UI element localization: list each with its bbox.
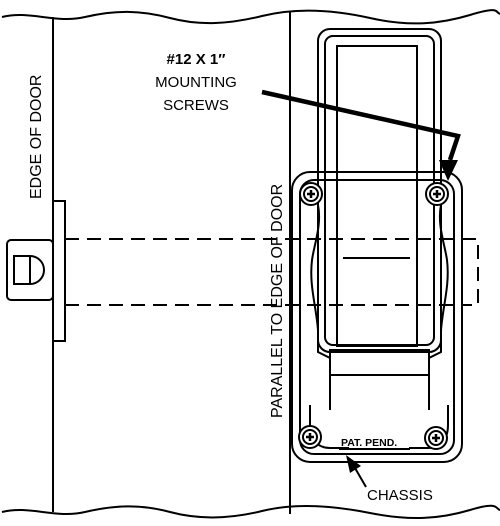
screws-label-line1: #12 X 1″ [167,51,226,68]
door-bottom-break [1,504,500,519]
screws-leader-arrow [261,89,461,181]
latch-bolt [6,239,54,301]
mounting-screw-bottom-right [424,426,448,450]
latch-faceplate [52,200,66,342]
screws-label-line3: SCREWS [163,97,229,114]
chassis-inner-plate [299,179,455,455]
chassis [291,28,463,463]
chassis-rail-right [428,204,449,410]
bore-end-bracket [462,238,479,306]
screws-label-line2: MOUNTING [155,74,237,91]
latch-carriage [336,45,418,347]
patent-pending-stamp: PAT. PEND. [341,437,397,449]
chassis-bottom-slot [329,349,430,376]
chassis-leader-arrow [346,455,367,488]
edge-of-door-label: EDGE OF DOOR [28,75,45,199]
chassis-label: CHASSIS [367,487,433,504]
latch-assembly [6,200,66,342]
chassis-outer-plate [291,171,463,463]
mounting-screw-top-left [299,182,323,206]
bore-hole-dashed-lines [65,238,462,306]
chassis-rail-left [310,204,331,410]
door-top-break [1,9,500,25]
parallel-to-edge-label: PARALLEL TO EDGE OF DOOR [269,184,286,418]
mounting-screw-bottom-left [298,425,322,449]
mounting-screw-top-right [425,182,449,206]
